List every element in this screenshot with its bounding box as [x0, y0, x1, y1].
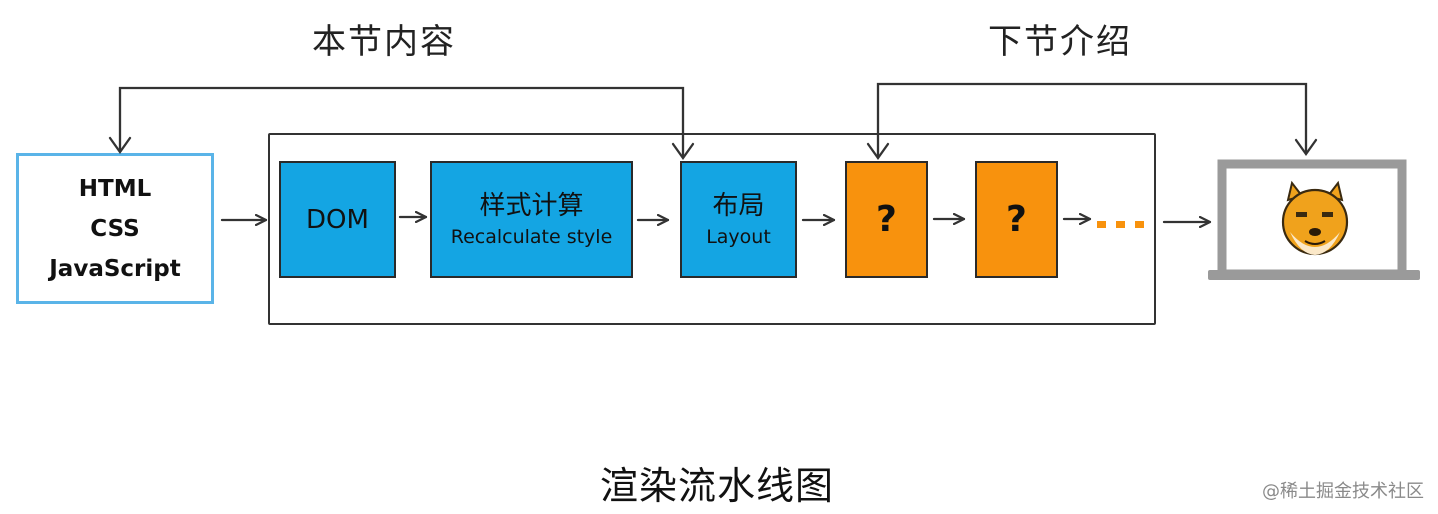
next-section-heading: 下节介绍 [988, 22, 1132, 62]
flow-arrows [220, 217, 1212, 222]
stage-recalculate-style: 样式计算 Recalculate style [430, 161, 633, 278]
this-section-bracket-arrow [108, 86, 695, 160]
stage-style-title: 样式计算 [479, 190, 584, 221]
doge-face-icon [1281, 180, 1349, 256]
stage-layout: 布局 Layout [680, 161, 797, 278]
stage-unknown-1: ? [845, 161, 928, 278]
input-source-box: HTML CSS JavaScript [16, 153, 214, 304]
ellipsis-dots [1097, 221, 1144, 228]
laptop-with-doge-icon [1208, 159, 1420, 280]
pipeline-frame [268, 133, 1156, 325]
stage-unknown-2: ? [975, 161, 1058, 278]
diagram-caption: 渲染流水线图 [600, 464, 835, 508]
this-section-heading: 本节内容 [312, 22, 456, 62]
next-section-bracket-arrow [866, 82, 1318, 160]
input-html-label: HTML [78, 175, 152, 202]
watermark: @稀土掘金技术社区 [1262, 481, 1424, 502]
stage-style-subtitle: Recalculate style [450, 225, 613, 248]
input-css-label: CSS [90, 215, 140, 242]
stage-layout-title: 布局 [712, 190, 765, 221]
stage-unknown-1-label: ? [876, 199, 897, 240]
stage-layout-subtitle: Layout [706, 225, 771, 248]
stage-dom: DOM [279, 161, 396, 278]
stage-unknown-2-label: ? [1006, 199, 1027, 240]
input-javascript-label: JavaScript [49, 255, 181, 282]
stage-dom-title: DOM [306, 204, 369, 235]
